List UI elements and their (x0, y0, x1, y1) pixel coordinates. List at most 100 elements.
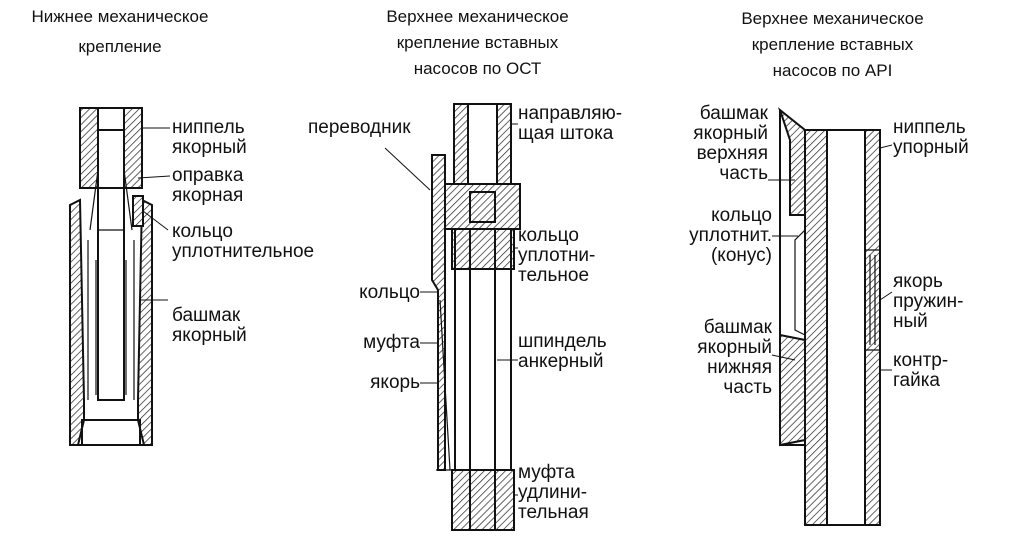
label-right-nipple-stop: ниппель упорный (893, 118, 969, 158)
label-left-shoe-2: якорный (172, 325, 247, 346)
label-middle-ring-seal: кольцо уплотни- тельное (518, 226, 595, 286)
label-right-ring-cone-3: (конус) (710, 245, 772, 266)
left-shoe-body-r (137, 198, 153, 446)
left-seal-ring (132, 195, 144, 227)
label-middle-rod-guide-1: направляю- (518, 103, 623, 124)
label-left-shoe-1: башмак (172, 305, 241, 326)
label-right-ring-cone-1: кольцо (711, 205, 772, 226)
label-middle-coupling-1: муфта (363, 332, 420, 353)
label-left-ring-1: кольцо (172, 221, 233, 242)
left-mandrel-bore (97, 129, 125, 401)
label-middle-anchor: якорь (335, 373, 420, 393)
label-right-shoe-lower: башмак якорный нижняя часть (660, 318, 772, 398)
left-nipple-outline (79, 107, 143, 189)
label-left-nipple-1: ниппель (172, 117, 245, 138)
label-left-nipple: ниппель якорный (172, 118, 247, 158)
title-right-line-2: крепление вставных (751, 35, 914, 54)
label-middle-ring-seal-3: тельное (518, 265, 590, 286)
left-bottom-cone (81, 419, 141, 446)
label-middle-spindle-1: шпиндель (518, 331, 607, 352)
left-nipple-wall-l (79, 107, 99, 189)
label-right-shoe-lower-3: нижняя (707, 357, 772, 378)
label-right-shoe-upper: башмак якорный верхняя часть (660, 104, 768, 184)
label-right-spring-anchor-1: якорь (893, 271, 943, 292)
title-middle-line-1: Верхнее механическое (386, 7, 569, 26)
title-right-line-1: Верхнее механическое (741, 9, 924, 28)
label-middle-anchor-1: якорь (370, 372, 420, 393)
label-right-shoe-lower-4: часть (723, 377, 772, 398)
title-left-line-2: крепление (78, 37, 162, 56)
label-right-locknut-2: гайка (893, 370, 940, 391)
label-right-shoe-upper-4: часть (719, 163, 768, 184)
label-right-locknut: контр- гайка (893, 351, 948, 391)
label-right-shoe-lower-1: башмак (703, 317, 772, 338)
label-right-shoe-upper-1: башмак (699, 103, 768, 124)
label-right-nipple-stop-2: упорный (893, 137, 969, 158)
label-middle-ring-seal-1: кольцо (518, 225, 579, 246)
right-nipple-wall-l (804, 129, 828, 526)
middle-leader-lines (384, 123, 518, 496)
label-left-ring-2: уплотнительное (172, 241, 315, 262)
left-nipple-wall-r (123, 107, 143, 189)
label-left-mandrel-1: оправка (172, 165, 244, 186)
title-middle-line-2: крепление вставных (396, 33, 559, 52)
label-middle-spindle-2: анкерный (518, 351, 604, 372)
middle-assembly-drawing (431, 103, 521, 531)
label-middle-rod-guide-2: щая штока (518, 123, 614, 144)
label-middle-ring: кольцо (335, 283, 420, 303)
right-nipple-bore (826, 129, 866, 526)
left-assembly-drawing (69, 107, 153, 446)
left-mandrel-taper (89, 169, 133, 231)
label-middle-adapter: переводник (308, 118, 411, 138)
left-leader-lines (137, 127, 171, 301)
label-right-shoe-lower-2: якорный (697, 337, 772, 358)
right-nipple-wall-r (864, 129, 881, 526)
middle-ext-coupling-bore (469, 469, 496, 531)
left-shoe-fingers (84, 240, 138, 421)
right-cone (794, 229, 806, 336)
title-middle-line-3: насосов по ОСТ (413, 59, 542, 78)
middle-ext-coupling (451, 469, 515, 531)
title-middle: Верхнее механическое крепление вставных … (345, 4, 610, 82)
label-left-ring: кольцо уплотнительное (172, 222, 314, 262)
label-right-locknut-1: контр- (893, 350, 949, 371)
label-middle-rod-guide: направляю- щая штока (518, 104, 622, 144)
label-middle-spindle: шпиндель анкерный (518, 332, 607, 372)
label-middle-ring-1: кольцо (359, 282, 420, 303)
label-middle-adapter-1: переводник (308, 117, 411, 138)
label-left-shoe: башмак якорный (172, 306, 247, 346)
label-right-spring-anchor-3: ный (893, 311, 928, 332)
label-right-ring-cone: кольцо уплотнит. (конус) (660, 206, 772, 266)
label-middle-ext-coupling-3: тельная (518, 502, 589, 523)
label-middle-coupling: муфта (335, 333, 420, 353)
title-right: Верхнее механическое крепление вставных … (700, 6, 965, 84)
label-right-nipple-stop-1: ниппель (893, 117, 966, 138)
label-right-ring-cone-2: уплотнит. (689, 225, 772, 246)
label-left-mandrel-2: якорная (172, 185, 244, 206)
middle-rod-guide-wall-r (496, 103, 512, 185)
right-shoe-lower (779, 333, 806, 447)
middle-anchor-sleeve (431, 154, 446, 471)
middle-rod-guide-wall-l (453, 103, 469, 185)
right-shoe-outline (779, 110, 805, 446)
label-middle-ext-coupling-2: удлини- (518, 482, 588, 503)
right-shoe-upper (777, 107, 806, 216)
label-middle-ext-coupling-1: муфта (518, 462, 575, 483)
right-assembly-drawing (777, 107, 881, 526)
label-left-mandrel: оправка якорная (172, 166, 243, 206)
title-right-line-3: насосов по API (772, 61, 893, 80)
label-right-spring-anchor: якорь пружин- ный (893, 272, 964, 332)
label-right-shoe-upper-3: верхняя (696, 143, 768, 164)
left-shoe-body-l (69, 198, 85, 446)
right-leader-lines (768, 144, 893, 371)
title-left-line-1: Нижнее механическое (31, 7, 209, 26)
label-right-spring-anchor-2: пружин- (893, 291, 964, 312)
middle-adapter-bore (469, 191, 496, 223)
label-middle-ring-seal-2: уплотни- (518, 245, 596, 266)
middle-seal-ring (451, 228, 515, 270)
label-right-shoe-upper-2: якорный (693, 123, 768, 144)
label-left-nipple-2: якорный (172, 137, 247, 158)
title-left: Нижнее механическое крепление (0, 4, 240, 60)
label-middle-ext-coupling: муфта удлини- тельная (518, 463, 589, 523)
